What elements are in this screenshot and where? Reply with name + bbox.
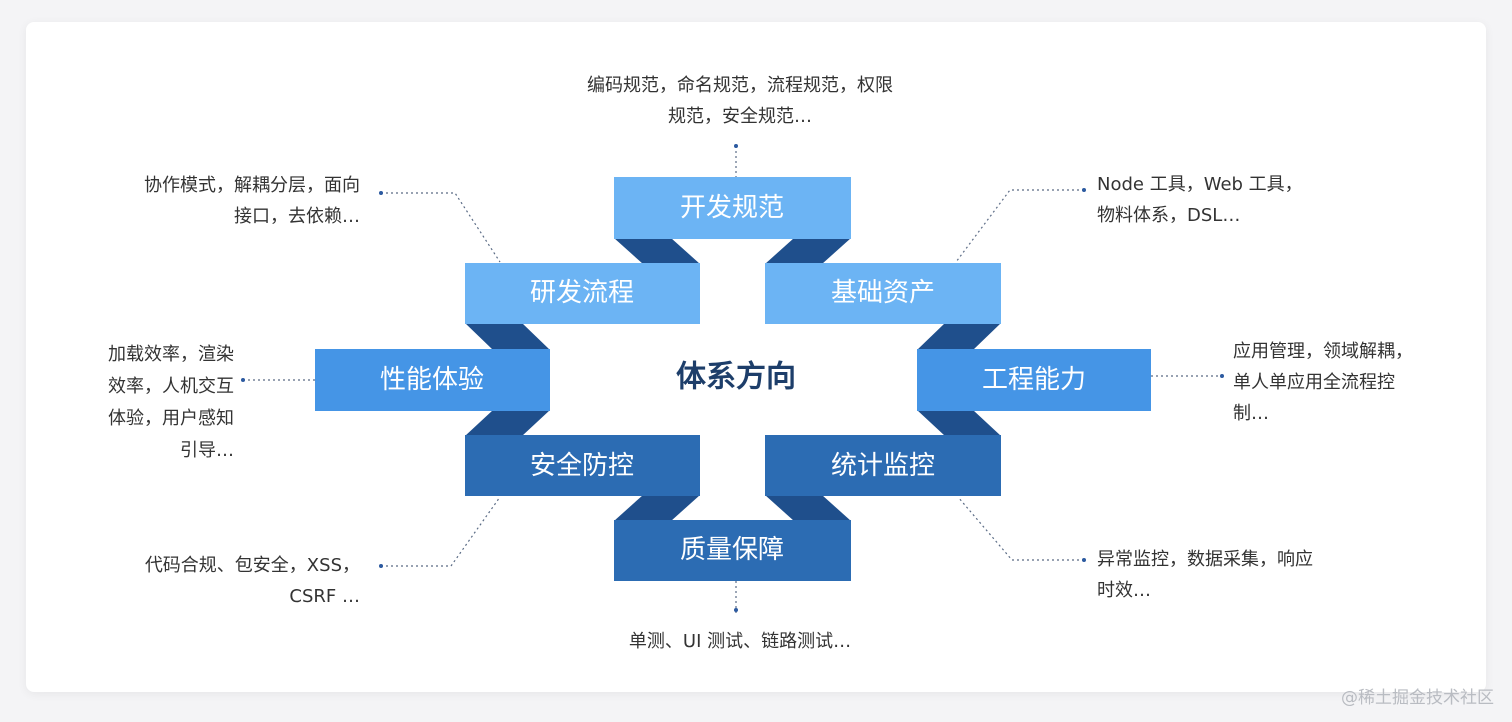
desc-anquan: 代码合规、包安全，XSS， CSRF …	[144, 555, 360, 607]
dot-gongcheng	[1220, 374, 1224, 378]
label-gongcheng: 工程能力	[982, 365, 1086, 395]
dot-xingneng	[241, 378, 245, 382]
ribbon-boxes	[315, 177, 1151, 581]
leader-lines	[243, 146, 1222, 613]
dot-anquan	[379, 564, 383, 568]
desc-gongcheng: 应用管理，领域解耦， 单人单应用全流程控 制…	[1233, 341, 1413, 424]
box-xingneng	[315, 349, 550, 411]
desc-yanfa: 协作模式，解耦分层，面向 接口，去依赖…	[144, 175, 360, 227]
desc-xingneng: 加载效率，渲染 效率，人机交互 体验，用户感知 引导…	[108, 344, 234, 461]
dot-kaifa	[734, 144, 738, 148]
label-tongji: 统计监控	[831, 451, 935, 481]
fold-gongcheng-tongji	[917, 410, 1001, 436]
label-anquan: 安全防控	[530, 451, 634, 481]
leader-anquan	[381, 496, 501, 567]
leader-yanfa	[381, 192, 501, 263]
dot-zhiliang	[734, 608, 738, 612]
leader-tongji	[957, 496, 1084, 561]
fold-kaifa-jichu	[765, 238, 851, 264]
fold-yanfa-kaifa	[614, 238, 700, 264]
box-yanfa	[465, 263, 700, 324]
box-tongji	[765, 435, 1001, 496]
box-kaifa	[614, 177, 851, 239]
desc-tongji: 异常监控，数据采集，响应 时效…	[1097, 549, 1313, 601]
desc-kaifa: 编码规范，命名规范，流程规范，权限 规范，安全规范…	[587, 75, 893, 127]
leader-dots	[241, 144, 1224, 612]
fold-tongji-zhiliang	[765, 495, 851, 521]
box-zhiliang	[614, 520, 851, 581]
fold-jichu-gongcheng	[917, 323, 1001, 350]
desc-jichu: Node 工具，Web 工具， 物料体系，DSL…	[1097, 174, 1303, 226]
dot-jichu	[1082, 188, 1086, 192]
label-xingneng: 性能体验	[380, 365, 484, 395]
box-gongcheng	[917, 349, 1151, 411]
label-zhiliang: 质量保障	[680, 535, 784, 565]
center-title: 体系方向	[676, 360, 796, 395]
label-yanfa: 研发流程	[530, 278, 634, 308]
box-anquan	[465, 435, 700, 496]
box-jichu	[765, 263, 1001, 324]
label-kaifa: 开发规范	[680, 193, 784, 223]
watermark: @稀土掘金技术社区	[1341, 688, 1494, 708]
ribbon-folds	[465, 238, 1001, 521]
label-jichu: 基础资产	[831, 278, 935, 308]
desc-zhiliang: 单测、UI 测试、链路测试…	[628, 631, 852, 652]
leader-jichu	[955, 189, 1084, 263]
fold-anquan-zhiliang	[614, 495, 700, 521]
dot-yanfa	[379, 191, 383, 195]
dot-tongji	[1082, 558, 1086, 562]
fold-xingneng-anquan	[465, 410, 550, 436]
fold-yanfa-xingneng	[465, 323, 550, 350]
